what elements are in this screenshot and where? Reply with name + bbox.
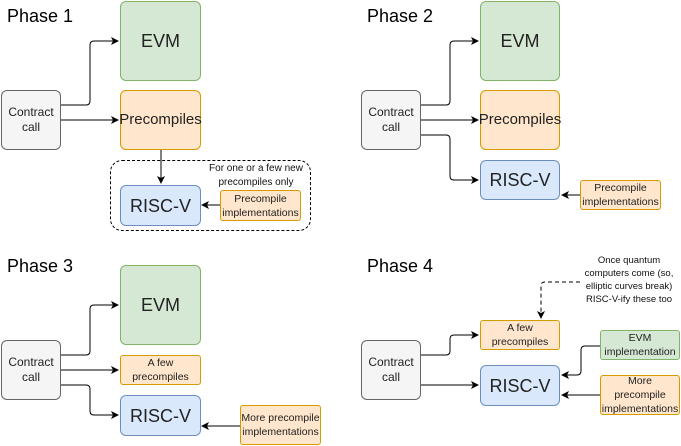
quantum-note: Once quantum computers come (so, ellipti… — [584, 255, 674, 305]
riscv-box: RISC-V — [480, 365, 560, 406]
evm-box: EVM — [480, 1, 560, 81]
phase-1-title: Phase 1 — [7, 6, 74, 26]
group-note: For one or a few new precompiles only — [209, 163, 303, 188]
contract-call-box: Contract call — [361, 90, 421, 150]
evm-box: EVM — [120, 265, 201, 345]
precompile-implementations-box: Precompile implementations — [580, 180, 661, 210]
contract-call-box: Contract call — [1, 340, 61, 400]
arrow-call-to-evm-p2 — [421, 37, 479, 106]
phase-2-title: Phase 2 — [367, 6, 434, 26]
a-few-precompiles-box: A few precompiles — [480, 320, 560, 350]
evm-implementation-box: EVM implementation — [600, 330, 680, 360]
arrow-call-to-riscv-p2 — [421, 134, 479, 184]
phase-3-title: Phase 3 — [7, 256, 74, 276]
precompile-implementations-box: Precompile implementations — [220, 190, 301, 221]
arrow-call-to-evm-p3 — [61, 301, 119, 356]
arrow-evm-impl-to-riscv-p4 — [561, 345, 600, 379]
arrow-note-to-precompiles-p4 — [537, 281, 580, 319]
evm-box: EVM — [120, 1, 201, 81]
phase-4-title: Phase 4 — [367, 256, 434, 276]
contract-call-box: Contract call — [361, 340, 421, 400]
riscv-box: RISC-V — [480, 160, 560, 200]
riscv-box: RISC-V — [120, 185, 201, 226]
contract-call-box: Contract call — [1, 90, 61, 150]
more-precompile-implementations-box: More precompile implementations — [600, 375, 680, 415]
arrow-call-to-precompiles-p4 — [421, 331, 479, 356]
arrow-call-to-riscv-p3 — [61, 384, 119, 419]
more-precompile-implementations-box: More precompile implementations — [240, 405, 321, 445]
riscv-box: RISC-V — [120, 395, 201, 436]
precompiles-box: Precompiles — [479, 90, 561, 150]
a-few-precompiles-box: A few precompiles — [120, 355, 201, 385]
precompiles-box: Precompiles — [119, 90, 202, 150]
new-precompiles-group — [110, 160, 311, 231]
arrow-call-to-evm-p1 — [61, 37, 119, 106]
